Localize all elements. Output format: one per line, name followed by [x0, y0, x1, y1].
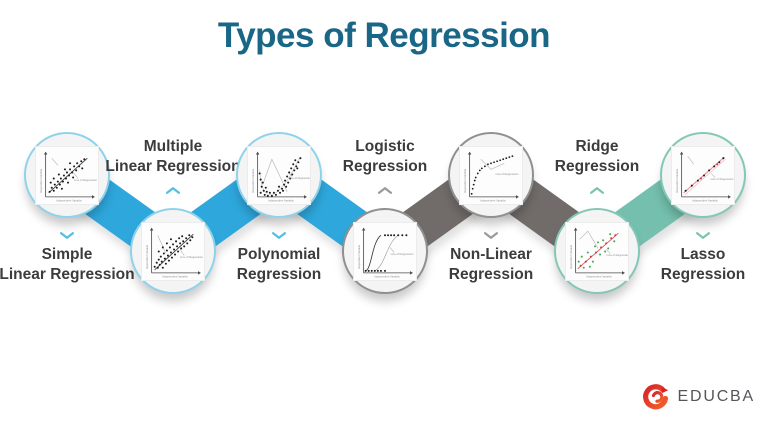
label-line1: Polynomial — [237, 246, 321, 263]
curve-points — [470, 154, 514, 195]
chevron-down-icon — [59, 232, 75, 239]
label-line2: Linear Regression — [0, 266, 135, 283]
x-axis-label: Independent Variable — [268, 198, 294, 202]
multiple-linear-circle: Dependent Variable Independent Variable … — [130, 208, 216, 294]
ridge-green-points — [577, 232, 616, 269]
simple-linear-circle: Dependent Variable Independent Variable … — [24, 132, 110, 218]
polynomial-chart: Dependent Variable Independent Variable … — [247, 145, 311, 205]
chevron-up-icon — [377, 187, 393, 194]
polynomial-circle: Dependent Variable Independent Variable … — [236, 132, 322, 218]
label-non-linear: Non-Linear Regression — [411, 245, 571, 285]
annotation-leader — [72, 171, 79, 179]
lasso-chart: Dependent Variable Independent Variable … — [671, 145, 735, 205]
annotation-leader — [157, 234, 167, 254]
scatter-points — [153, 233, 194, 269]
page-title: Types of Regression — [217, 16, 551, 55]
lasso-circle: Dependent Variable Independent Variable … — [660, 132, 746, 218]
label-line2: Regression — [554, 158, 640, 175]
annotation-leader — [480, 158, 505, 170]
annotation-leader — [389, 246, 395, 253]
label-lasso: Lasso Regression — [623, 245, 768, 285]
educba-logo-icon — [642, 384, 668, 410]
annotation-leader — [605, 248, 611, 254]
label-line2: Regression — [448, 266, 534, 283]
label-line2: Regression — [236, 266, 322, 283]
ridge-regression-line — [577, 232, 619, 269]
label-line1: Logistic — [355, 138, 415, 155]
simple-linear-chart: Dependent Variable Independent Variable … — [35, 145, 99, 205]
chevron-up-icon — [165, 187, 181, 194]
axes — [255, 151, 307, 199]
logistic-circle: Dependent Variable Independent Variable … — [342, 208, 428, 294]
annotation-leader — [179, 248, 185, 256]
y-axis-label: Dependent Variable — [145, 244, 149, 268]
y-axis-label: Dependent Variable — [251, 168, 255, 192]
educba-logo-text: EDUCBA — [677, 388, 755, 405]
x-axis-label: Independent Variable — [56, 198, 82, 202]
axes — [43, 151, 95, 199]
axes — [361, 227, 413, 275]
chevron-down-icon — [271, 232, 287, 239]
non-linear-chart: Dependent Variable Independent Variable … — [459, 145, 523, 205]
scatter-points — [48, 157, 86, 193]
line-annotation: Line of Regression — [711, 176, 734, 180]
polynomial-curve — [259, 157, 300, 195]
y-axis-label: Dependent Variable — [39, 168, 43, 192]
annotation-leader — [579, 230, 599, 249]
label-line2: Regression — [342, 158, 428, 175]
line-annotation: Line of Regression — [496, 171, 519, 175]
scatter-points — [258, 156, 302, 197]
line-annotation: Line of Regression — [180, 255, 203, 259]
chevron-up-icon — [589, 187, 605, 194]
annotation-leader — [262, 157, 288, 192]
label-multiple-linear: Multiple Linear Regression — [93, 137, 253, 177]
label-simple-linear: Simple Linear Regression — [0, 245, 147, 285]
label-line1: Multiple — [143, 138, 203, 155]
line-annotation: Line of Regression — [289, 175, 311, 179]
axes — [573, 227, 625, 275]
axes — [149, 227, 201, 275]
line-annotation: Line of Regression — [74, 177, 97, 181]
x-axis-label: Independent Variable — [586, 274, 612, 278]
non-linear-circle: Dependent Variable Independent Variable … — [448, 132, 534, 218]
sigmoid-curve — [365, 234, 382, 271]
label-polynomial: Polynomial Regression — [199, 245, 359, 285]
label-line1: Non-Linear — [450, 246, 532, 263]
sigmoid-curve-2 — [374, 234, 399, 271]
y-axis-label: Dependent Variable — [357, 244, 361, 268]
label-ridge: Ridge Regression — [517, 137, 677, 177]
label-line1: Ridge — [575, 138, 619, 155]
lasso-regression-line-2 — [684, 158, 726, 195]
multiple-linear-chart: Dependent Variable Independent Variable … — [141, 221, 205, 281]
educba-logo: EDUCBA — [641, 382, 755, 412]
y-axis-label: Dependent Variable — [675, 168, 679, 192]
lasso-points — [684, 156, 725, 192]
ridge-circle: Dependent Variable Independent Variable … — [554, 208, 640, 294]
y-axis-label: Dependent Variable — [463, 168, 467, 192]
regression-line — [154, 233, 194, 270]
x-axis-label: Independent Variable — [374, 274, 400, 278]
label-line1: Lasso — [680, 246, 726, 263]
ridge-red-points — [579, 233, 617, 267]
line-annotation: Line of Regression — [607, 252, 629, 256]
ridge-chart: Dependent Variable Independent Variable … — [565, 221, 629, 281]
annotation-leader — [710, 172, 716, 178]
label-line2: Linear Regression — [105, 158, 241, 175]
chevron-down-icon — [483, 232, 499, 239]
x-axis-label: Independent Variable — [162, 274, 188, 278]
axes — [467, 151, 519, 199]
chevron-down-icon — [695, 232, 711, 239]
y-axis-label: Dependent Variable — [569, 244, 573, 268]
class-points — [364, 233, 408, 272]
annotation-leader — [51, 157, 59, 166]
annotation-leader — [687, 155, 695, 164]
label-line1: Simple — [41, 246, 93, 263]
logistic-chart: Dependent Variable Independent Variable … — [353, 221, 417, 281]
axes — [679, 151, 731, 199]
line-annotation: Line of Regression — [391, 251, 414, 255]
label-line2: Regression — [660, 266, 746, 283]
x-axis-label: Independent Variable — [692, 198, 718, 202]
label-logistic: Logistic Regression — [305, 137, 465, 177]
x-axis-label: Independent Variable — [480, 198, 506, 202]
